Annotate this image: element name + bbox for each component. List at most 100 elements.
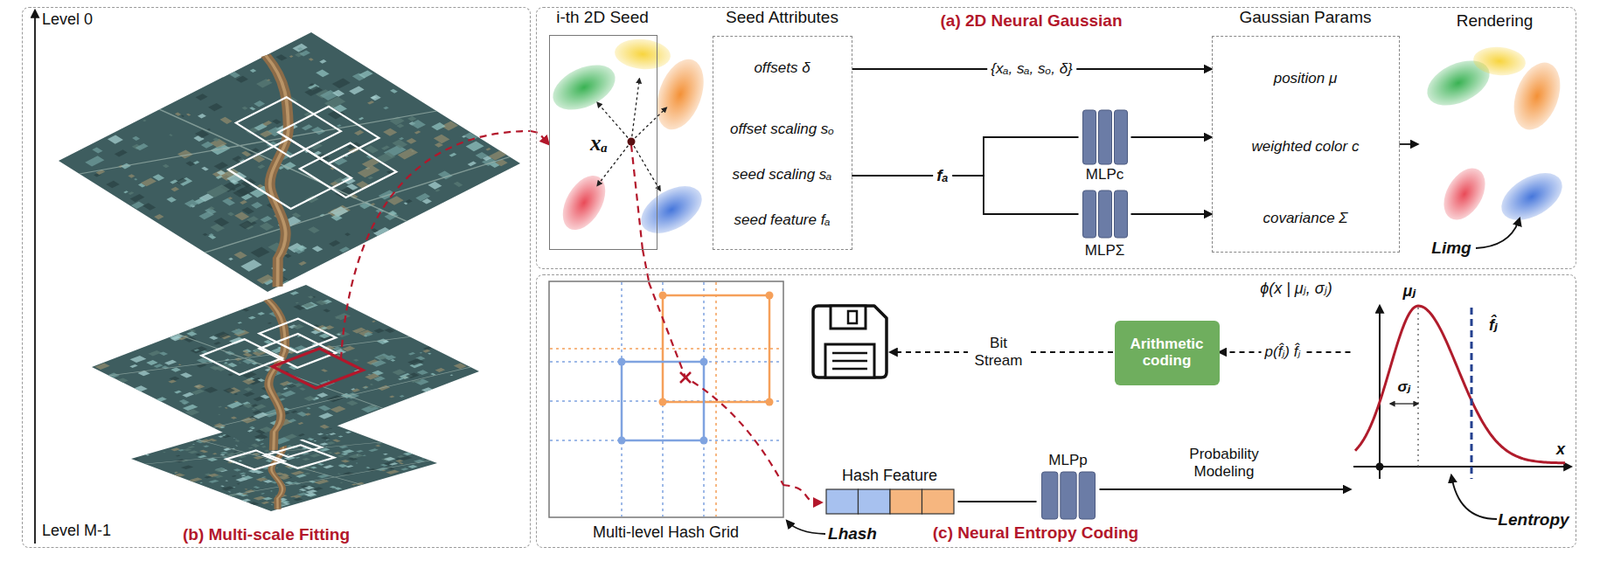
- node-text: position μ: [1273, 69, 1338, 88]
- map-speckle: [286, 383, 297, 389]
- free-label: f̂ⱼ: [1488, 316, 1498, 335]
- map-river-bank: [69, 55, 475, 287]
- map-speckle: [287, 418, 297, 423]
- map-speckle: [180, 465, 194, 470]
- map-speckle: [358, 117, 364, 121]
- map-speckle: [337, 473, 341, 475]
- map-speckle: [202, 445, 210, 448]
- map-speckle: [234, 452, 243, 455]
- map-speckle: [173, 473, 186, 477]
- node-title: Hash Feature: [841, 466, 938, 485]
- map-speckle: [249, 106, 256, 111]
- map-speckle: [262, 497, 273, 501]
- map-speckle: [351, 484, 357, 487]
- gaussian-ellipse: [545, 55, 622, 119]
- density-plot: ϕ(x | μⱼ, σⱼ): [1350, 301, 1574, 508]
- map-speckle: [315, 299, 328, 306]
- map-speckle: [299, 485, 308, 488]
- map-speckle: [367, 374, 371, 376]
- map-speckle: [301, 458, 310, 461]
- mlp-layer: [1083, 110, 1097, 165]
- map-speckle: [267, 322, 272, 325]
- map-speckle: [198, 211, 214, 221]
- map-speckle: [232, 187, 250, 197]
- mlp-layer: [1099, 110, 1113, 165]
- map-speckle: [449, 153, 458, 158]
- level-axis: [34, 10, 36, 544]
- map-speckle: [299, 490, 302, 494]
- map-speckle: [252, 396, 264, 402]
- offset-arrow: [631, 78, 640, 142]
- map-river: [100, 299, 441, 451]
- map-speckle: [130, 194, 146, 202]
- map-speckle: [370, 360, 387, 368]
- map-speckle: [201, 166, 209, 172]
- map-speckle: [94, 363, 110, 370]
- mlp-layer: [1114, 190, 1128, 238]
- map-speckle: [319, 59, 327, 64]
- map-speckle: [292, 324, 305, 330]
- node-title: Gaussian Params: [1238, 7, 1371, 28]
- node-text: weighted color c: [1252, 138, 1360, 156]
- map-speckle: [242, 499, 251, 502]
- mlp-layer: [1078, 472, 1095, 520]
- floppy-slot: [848, 311, 857, 324]
- map-speckle: [271, 118, 282, 125]
- gaussian-ellipse: [1505, 55, 1569, 137]
- map-speckle: [230, 187, 237, 192]
- connector: [852, 68, 1212, 70]
- map-speckle: [187, 450, 199, 454]
- map-speckle: [291, 410, 299, 414]
- free-label: x: [1556, 440, 1566, 460]
- map-speckle: [227, 491, 231, 493]
- map-speckle: [270, 489, 273, 493]
- map-speckle: [257, 378, 265, 383]
- hash-grid: Multi-level Hash Grid: [549, 281, 784, 544]
- map-speckle: [105, 180, 119, 189]
- map-speckle: [383, 327, 395, 333]
- map-speckle: [289, 291, 300, 296]
- connector: [852, 137, 1079, 176]
- grid-frame: [549, 281, 784, 518]
- query-mark: [680, 372, 691, 383]
- selected-window: [272, 348, 363, 389]
- map-speckle: [389, 359, 396, 362]
- map-speckle: [236, 321, 243, 324]
- map-speckle: [206, 184, 230, 198]
- map-speckle: [243, 391, 256, 397]
- map-speckle: [319, 424, 329, 430]
- map-river: [69, 55, 475, 287]
- grid-vertex: [700, 437, 709, 446]
- map-speckle: [317, 432, 325, 436]
- map-speckle: [327, 205, 351, 218]
- map-speckle: [250, 201, 263, 209]
- map-speckle: [129, 364, 138, 369]
- map-speckle: [239, 200, 248, 205]
- map-speckle: [221, 486, 235, 491]
- map-speckle: [320, 368, 328, 373]
- connector: [958, 500, 1037, 503]
- map-speckle: [253, 100, 265, 107]
- connector: [783, 485, 822, 503]
- map-speckle: [299, 488, 307, 492]
- map-speckle: [289, 55, 294, 58]
- map-speckle: [382, 453, 389, 456]
- node-text: offset scaling sₒ: [730, 120, 835, 139]
- connector: [852, 175, 1079, 215]
- map-speckle: [313, 486, 324, 491]
- map-speckle: [399, 395, 405, 398]
- node-title: i-th 2D Seed: [556, 7, 649, 28]
- map-speckle: [362, 386, 369, 390]
- map-speckle: [259, 428, 265, 431]
- map-speckle: [345, 465, 354, 468]
- map-speckle: [240, 474, 246, 477]
- map-speckle: [365, 466, 370, 469]
- map-speckle: [340, 449, 355, 454]
- map-speckle: [407, 116, 417, 122]
- gaussian-ellipse: [1435, 160, 1495, 227]
- connector: [1219, 351, 1351, 354]
- map-speckle: [133, 178, 138, 181]
- map-speckle: [367, 176, 374, 181]
- map-speckle: [410, 119, 426, 129]
- map-speckle: [230, 416, 237, 419]
